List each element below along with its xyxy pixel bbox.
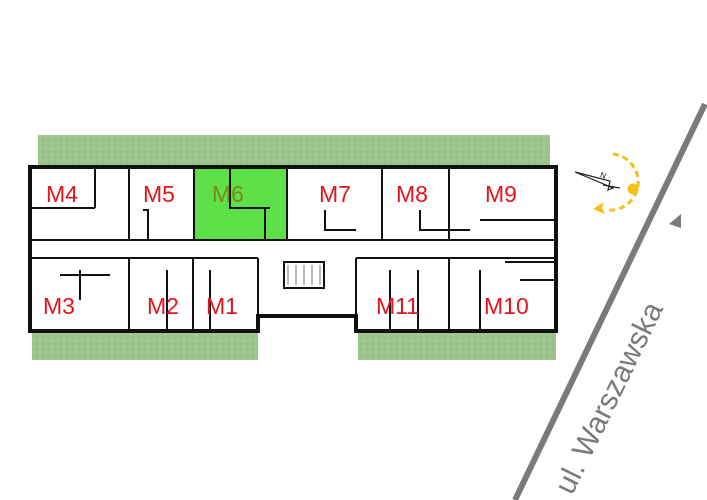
unit-m7[interactable]	[288, 168, 382, 239]
unit-label-m8: M8	[396, 181, 428, 207]
unit-m11[interactable]	[357, 258, 449, 330]
greenery-south-east	[358, 333, 556, 360]
unit-label-m5: M5	[143, 181, 175, 207]
unit-label-m3: M3	[43, 293, 75, 319]
greenery-south-west	[32, 333, 258, 360]
unit-label-m10: M10	[484, 293, 529, 319]
greenery-north	[38, 135, 550, 167]
unit-m5[interactable]	[130, 168, 194, 239]
unit-label-m7: M7	[319, 181, 351, 207]
sun-path-icon	[593, 152, 640, 214]
unit-label-m1: M1	[206, 293, 238, 319]
street-direction-icon	[669, 214, 681, 228]
unit-m2[interactable]	[129, 258, 193, 330]
unit-label-m11: M11	[376, 293, 419, 319]
unit-label-m9: M9	[485, 181, 517, 207]
unit-m1[interactable]	[194, 258, 257, 330]
unit-m6[interactable]	[195, 168, 287, 239]
unit-m10[interactable]	[450, 258, 555, 330]
unit-m8[interactable]	[383, 168, 449, 239]
unit-label-m4: M4	[46, 181, 78, 207]
unit-m4[interactable]	[31, 168, 129, 239]
unit-label-m2: M2	[147, 293, 179, 319]
unit-m9[interactable]	[450, 168, 555, 239]
street-line	[512, 102, 707, 500]
north-label: N	[599, 170, 608, 181]
compass-icon: N	[574, 170, 621, 191]
unit-labels: M4 M5 M6 M7 M8 M9 M3 M2 M1 M11 M10	[43, 181, 529, 319]
walls	[28, 165, 558, 333]
unit-label-m6: M6	[212, 181, 244, 207]
